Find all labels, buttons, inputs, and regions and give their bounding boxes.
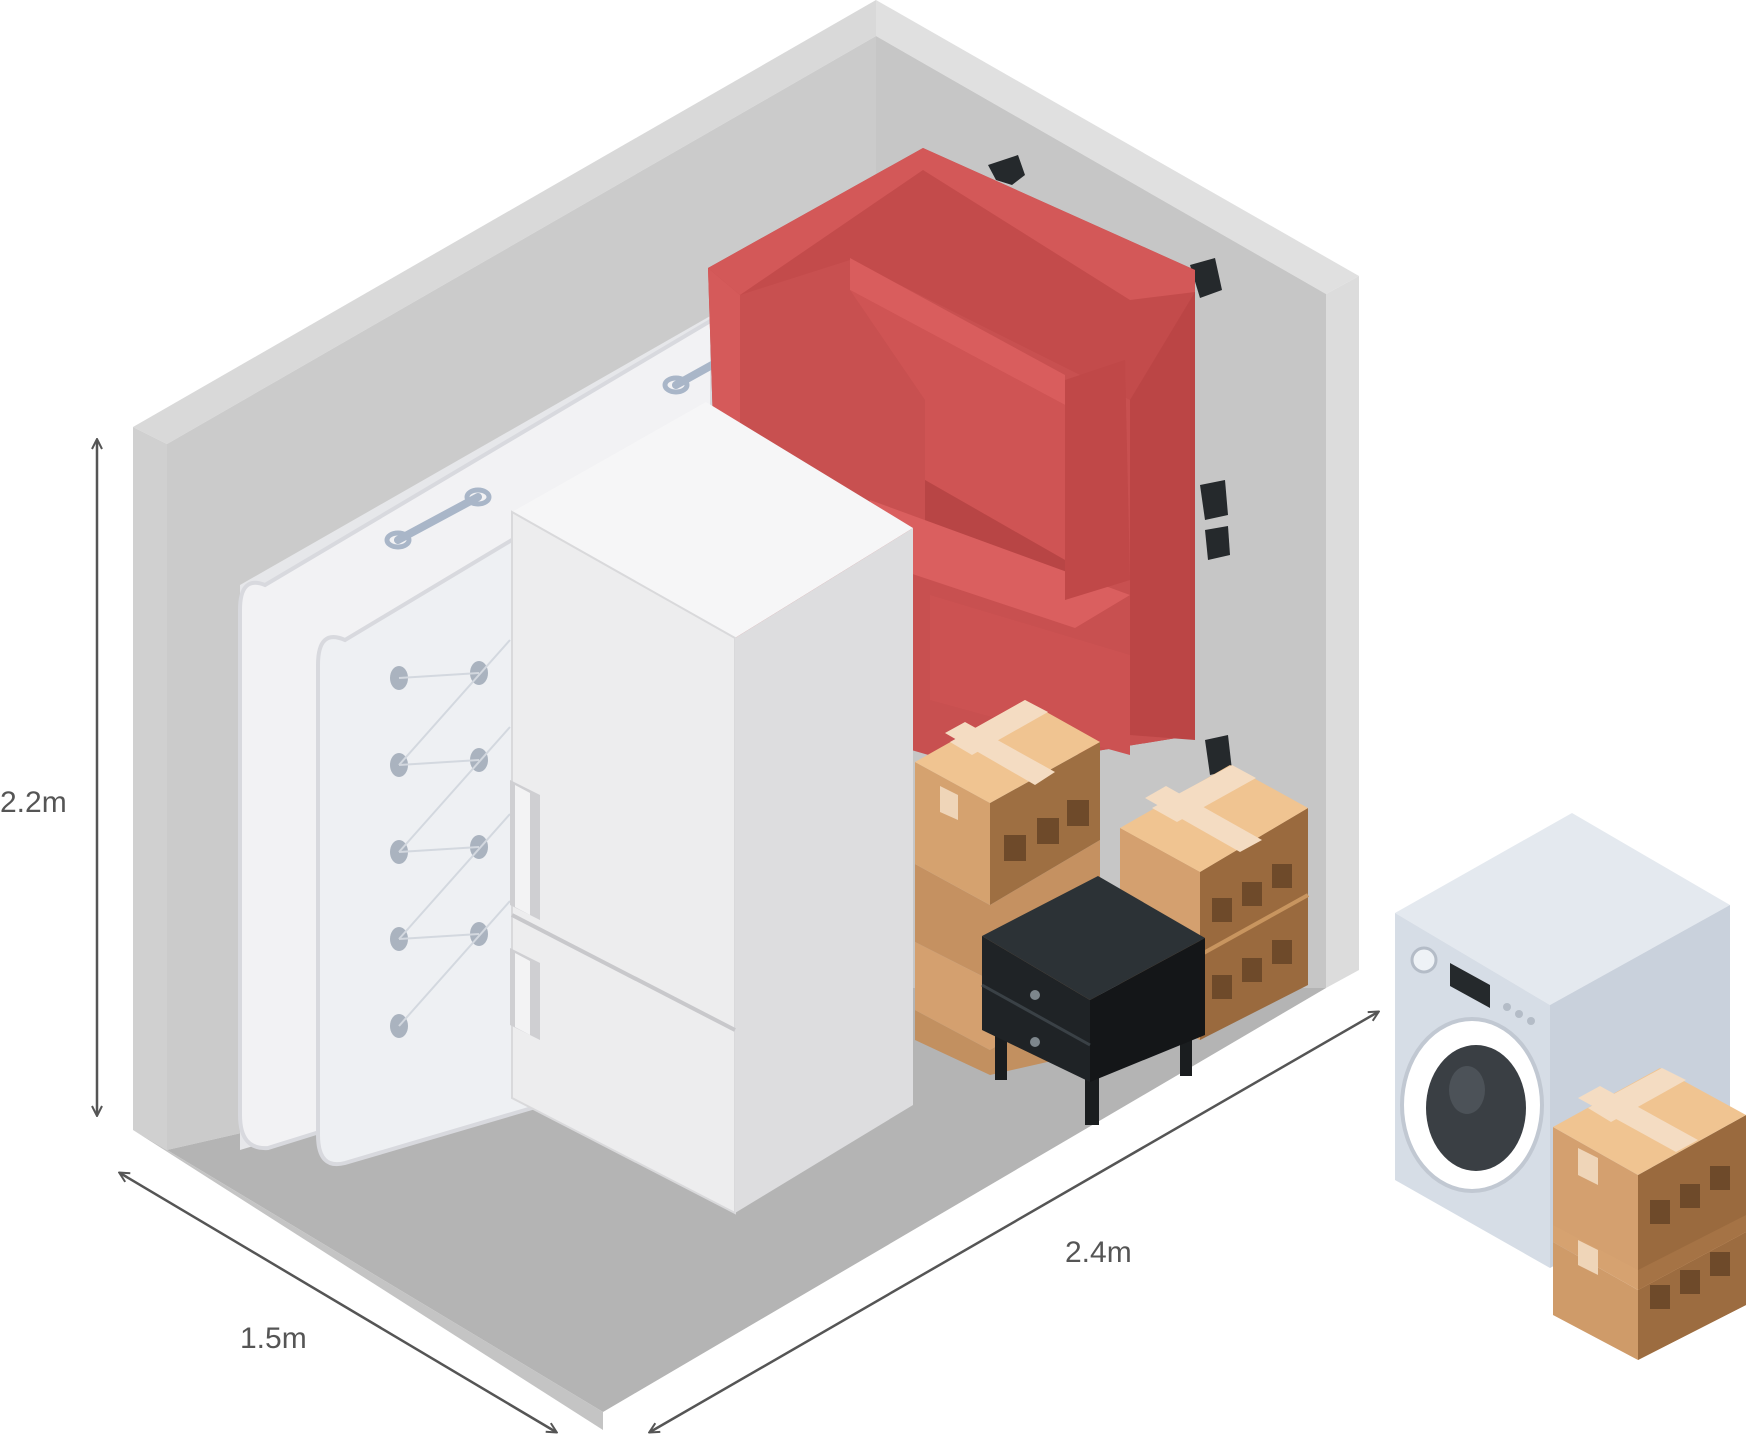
fridge-side: [735, 528, 913, 1213]
dimension-annotations: 2.2m 1.5m 2.4m: [0, 440, 1378, 1432]
depth-dimension-line: [120, 1173, 556, 1432]
washer-top: [1395, 813, 1730, 1005]
box-stack-outside: [1553, 1068, 1746, 1360]
height-label: 2.2m: [0, 786, 67, 819]
sofa-legs: [988, 155, 1232, 775]
mattress-handle: [662, 361, 716, 395]
mattress-tufting: [390, 639, 511, 1038]
left-wall-edge: [133, 427, 167, 1150]
left-wall-rim: [133, 0, 876, 444]
depth-label: 1.5m: [240, 1322, 307, 1355]
right-wall-rim: [876, 0, 1359, 294]
fridge-top: [512, 402, 913, 638]
mattress-handle: [384, 487, 492, 550]
fridge-handle: [510, 780, 540, 920]
width-dimension-line: [650, 1012, 1378, 1432]
width-label: 2.4m: [1065, 1236, 1132, 1269]
washer-display: [1450, 963, 1490, 1008]
right-wall-edge: [1326, 276, 1359, 988]
fridge: [510, 402, 913, 1215]
fridge-handle: [510, 948, 540, 1040]
